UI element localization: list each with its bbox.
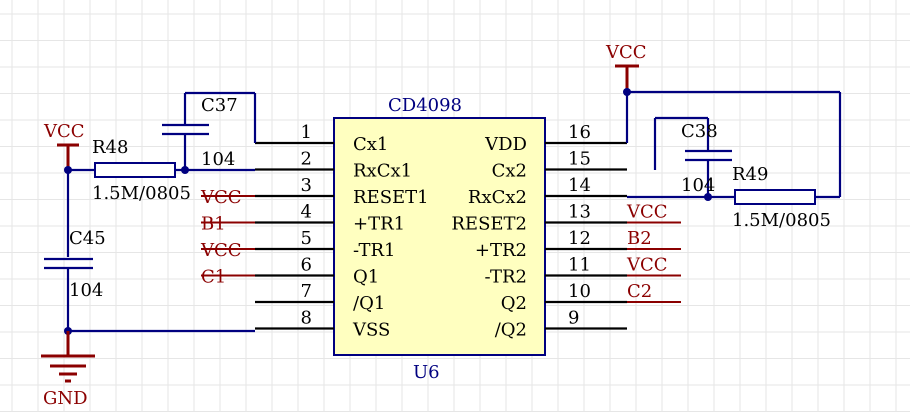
pin-name: Q2 (501, 293, 527, 314)
c45-value: 104 (69, 280, 103, 301)
pin-number: 2 (301, 149, 312, 170)
pin-name: RxCx2 (468, 187, 527, 208)
net-label: C1 (201, 267, 226, 288)
net-label: B1 (201, 214, 226, 235)
net-label: VCC (626, 202, 668, 223)
pin-number: 6 (301, 255, 312, 276)
r49-value: 1.5M/0805 (732, 210, 831, 231)
pin-number: 3 (301, 175, 312, 196)
c37-ref: C37 (201, 95, 238, 116)
pin-number: 10 (568, 281, 591, 302)
pin-name: Q1 (353, 267, 379, 288)
pin-name: RESET2 (451, 214, 527, 235)
pin-number: 1 (301, 122, 312, 143)
pin-name: RxCx1 (353, 161, 412, 182)
net-label: B2 (627, 228, 652, 249)
vcc-left-label: VCC (43, 121, 85, 142)
junction-dot (64, 166, 72, 174)
pin-name: -TR1 (353, 240, 395, 261)
pin-name: -TR2 (485, 267, 527, 288)
junction-dot (623, 88, 631, 96)
ic-designator: U6 (413, 362, 440, 383)
ic-name: CD4098 (388, 95, 462, 116)
net-label: VCC (200, 187, 242, 208)
junction-dot (181, 166, 189, 174)
c38-value: 104 (681, 175, 715, 196)
gnd-label: GND (43, 388, 88, 409)
r49-ref: R49 (732, 164, 768, 185)
pin-name: +TR2 (475, 240, 527, 261)
pin-number: 15 (568, 149, 591, 170)
pin-number: 9 (568, 308, 579, 329)
pin-name: /Q2 (495, 320, 527, 341)
r49-body[interactable] (734, 189, 816, 205)
pin-number: 5 (301, 228, 312, 249)
net-label: VCC (200, 240, 242, 261)
pin-number: 13 (568, 202, 591, 223)
pin-number: 12 (568, 228, 591, 249)
pin-number: 14 (568, 175, 591, 196)
pin-name: Cx2 (492, 161, 527, 182)
pin-name: VSS (352, 320, 390, 341)
vcc-top-label: VCC (605, 42, 647, 63)
net-label: VCC (626, 255, 668, 276)
net-label: C2 (627, 281, 652, 302)
pin-name: +TR1 (353, 214, 405, 235)
pin-number: 11 (568, 255, 591, 276)
junction-dot (704, 193, 712, 201)
pin-name: Cx1 (353, 134, 388, 155)
pin-name: VDD (484, 134, 527, 155)
pin-number: 4 (301, 202, 312, 223)
pin-number: 16 (568, 122, 591, 143)
pin-name: RESET1 (353, 187, 429, 208)
pin-number: 8 (301, 308, 312, 329)
ic-body[interactable] (333, 117, 546, 356)
r48-value: 1.5M/0805 (92, 183, 191, 204)
r48-ref: R48 (92, 137, 128, 158)
r48-body[interactable] (94, 162, 176, 178)
c38-ref: C38 (681, 121, 718, 142)
pin-name: /Q1 (353, 293, 385, 314)
c45-ref: C45 (69, 228, 106, 249)
pin-number: 7 (301, 281, 312, 302)
c37-value: 104 (201, 149, 235, 170)
